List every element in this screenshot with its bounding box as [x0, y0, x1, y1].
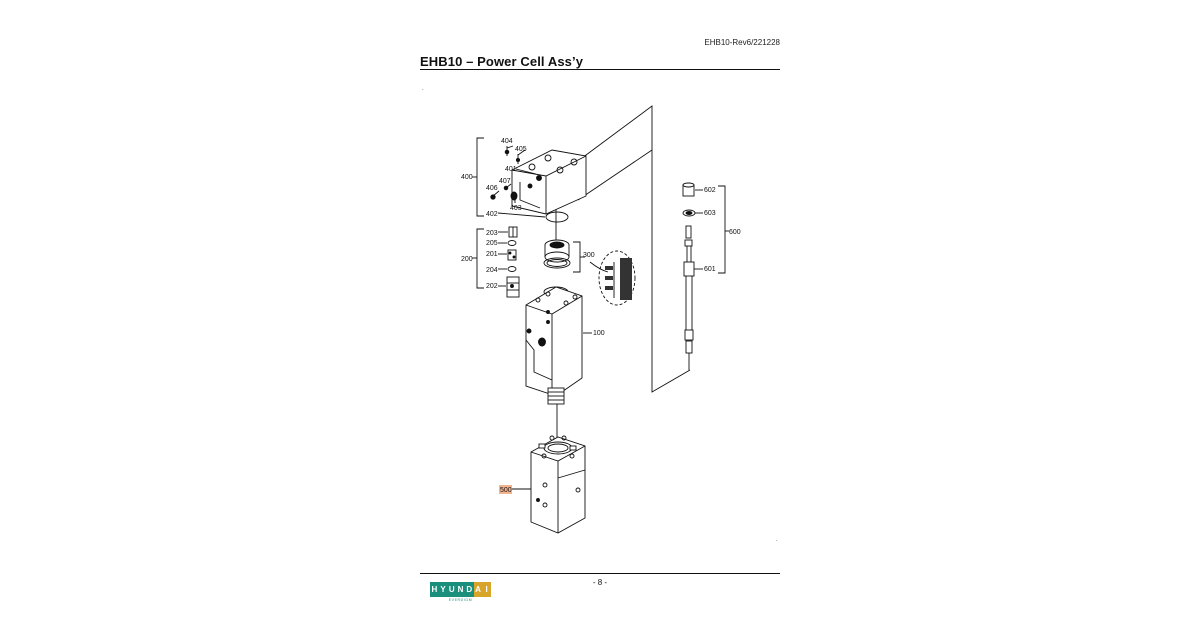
callout-405: 405: [515, 146, 527, 153]
revision-code: EHB10-Rev6/221228: [704, 38, 780, 47]
logo-letter: I: [482, 582, 492, 597]
callout-406: 406: [486, 185, 498, 192]
bracket-300: [573, 241, 585, 273]
callout-404: 404: [501, 138, 513, 145]
title-divider: [420, 69, 780, 70]
detail-seal-section-view: [589, 250, 636, 306]
stray-mark: .: [776, 537, 778, 543]
callout-400: 400: [461, 174, 473, 181]
part-600-hose-assembly: [682, 182, 703, 370]
callout-401: 401: [505, 166, 517, 173]
page-number: - 8 -: [592, 578, 608, 587]
logo-letter: D: [464, 582, 474, 597]
part-300-seal-kit: [543, 239, 571, 269]
bracket-200: [472, 228, 508, 289]
assembly-guide-lines: [555, 105, 691, 440]
callout-500: 500: [500, 487, 512, 494]
bracket-600: [718, 185, 729, 274]
part-200-spool-parts: [506, 226, 520, 298]
page-title: EHB10 – Power Cell Ass’y: [420, 54, 584, 69]
callout-201: 201: [486, 251, 498, 258]
stray-mark: .: [422, 86, 424, 92]
part-401-valve-block: [511, 149, 587, 215]
logo-letter: N: [456, 582, 465, 597]
logo-letter: U: [447, 582, 457, 597]
callout-602: 602: [704, 187, 716, 194]
callout-204: 204: [486, 267, 498, 274]
logo-letter: H: [430, 582, 439, 597]
callout-500-highlight: [499, 485, 512, 494]
part-404-405-406-407-bolts: [490, 146, 521, 201]
callout-403: 403: [510, 205, 522, 212]
callout-203: 203: [486, 230, 498, 237]
part-100-cylinder: [525, 286, 592, 405]
callout-603: 603: [704, 210, 716, 217]
footer-divider: [420, 573, 780, 574]
logo-subtext: EVERDIGM: [448, 598, 473, 602]
callout-100: 100: [593, 330, 605, 337]
callout-600: 600: [729, 229, 741, 236]
callout-202: 202: [486, 283, 498, 290]
callout-601: 601: [704, 266, 716, 273]
bracket-400: [472, 137, 546, 218]
callout-205: 205: [486, 240, 498, 247]
part-402-oring: [545, 211, 569, 223]
callout-300: 300: [583, 252, 595, 259]
callout-407: 407: [499, 178, 511, 185]
logo-letter: A: [473, 582, 483, 597]
part-500-front-head: [512, 435, 586, 534]
callout-200: 200: [461, 256, 473, 263]
logo-letter: Y: [438, 582, 448, 597]
callout-402: 402: [486, 211, 498, 218]
